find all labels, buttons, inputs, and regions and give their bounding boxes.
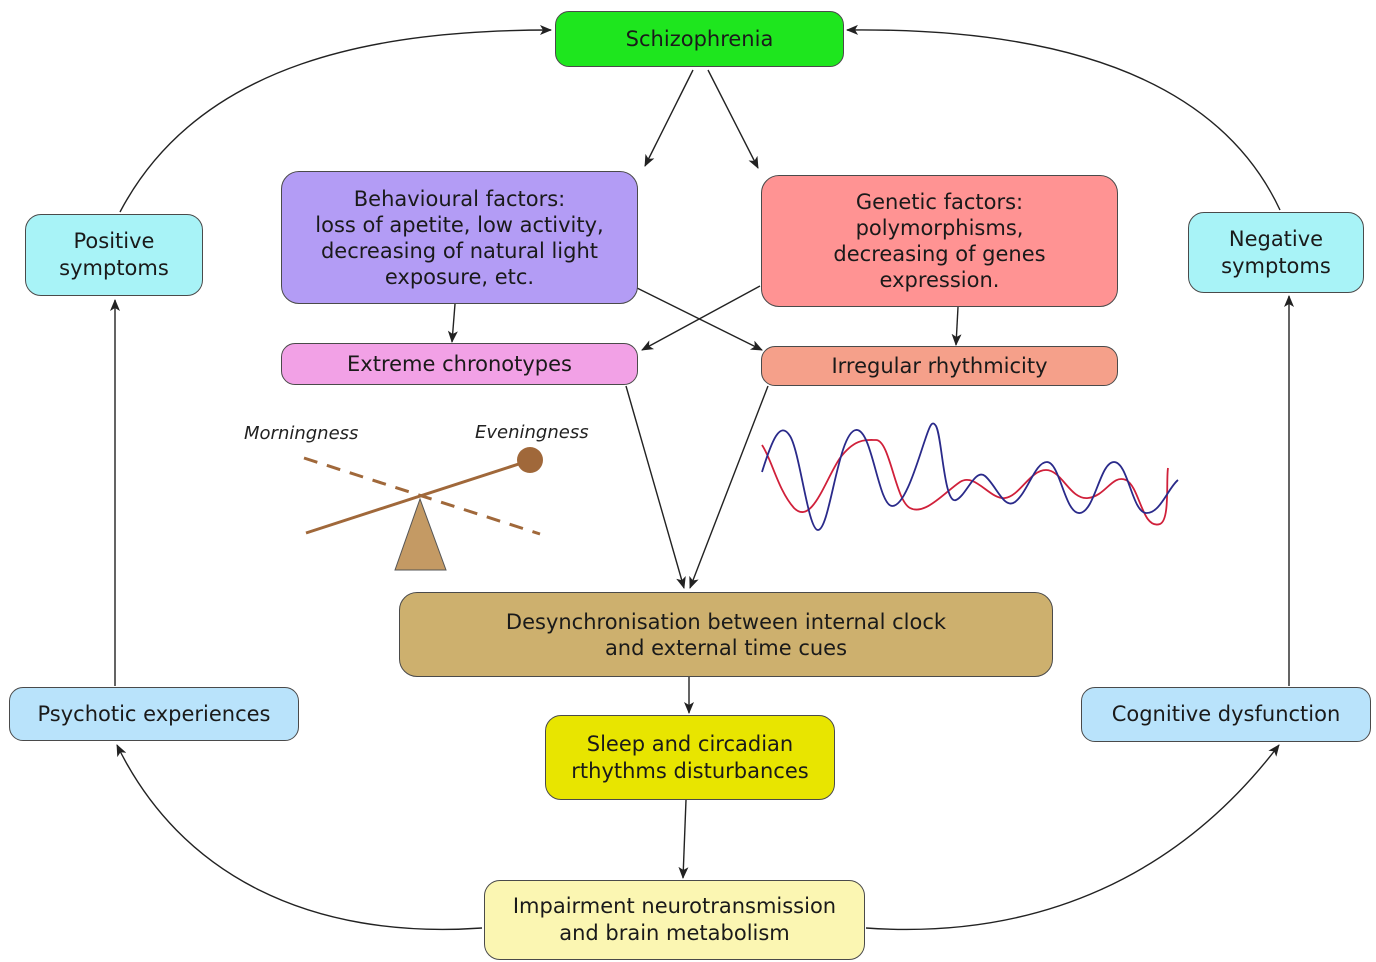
arrow-negative-to-schizophrenia — [846, 24, 1281, 211]
node-sleep-disturbances-label: Sleep and circadian rthythms disturbance… — [571, 731, 809, 783]
arrow-genetic-to-rhythmicity — [951, 306, 962, 346]
seesaw-fulcrum — [394, 497, 447, 571]
node-cognitive-dysfunction-label: Cognitive dysfunction — [1111, 702, 1341, 726]
node-irregular-rhythmicity: Irregular rhythmicity — [761, 346, 1118, 386]
irregular-rhythm-waves — [761, 422, 1179, 531]
morningness-label: Morningness — [244, 423, 359, 444]
arrow-rhythmicity-to-desync — [689, 385, 769, 589]
wave-blue — [761, 422, 1179, 531]
node-schizophrenia-label: Schizophrenia — [625, 26, 774, 51]
node-negative-symptoms-label: Negative symptoms — [1221, 226, 1331, 278]
arrow-genetic-to-chronotypes — [641, 285, 761, 351]
node-psychotic-experiences: Psychotic experiences — [9, 687, 299, 741]
node-extreme-chronotypes: Extreme chronotypes — [281, 343, 638, 385]
node-desynchronisation: Desynchronisation between internal clock… — [399, 592, 1053, 677]
node-behavioural-factors-label: Behavioural factors: loss of apetite, lo… — [315, 186, 604, 289]
node-negative-symptoms: Negative symptoms — [1188, 212, 1364, 293]
arrow-impairment-to-cognitive — [865, 744, 1280, 931]
node-positive-symptoms-label: Positive symptoms — [59, 229, 169, 280]
arrow-sleep-to-impairment — [678, 799, 689, 879]
arrow-behavioural-to-chronotypes — [447, 303, 458, 343]
chronotype-seesaw-illustration — [303, 447, 543, 571]
seesaw-beam — [305, 459, 529, 535]
arrow-schizophrenia-to-behavioural — [644, 69, 694, 167]
eveningness-label: Eveningness — [475, 422, 589, 443]
arrow-chronotypes-to-desync — [625, 385, 686, 589]
node-genetic-factors-label: Genetic factors: polymorphisms, decreasi… — [833, 190, 1046, 292]
seesaw-weight — [517, 447, 543, 473]
arrow-impairment-to-psychotic — [116, 744, 483, 931]
arrow-positive-to-schizophrenia — [119, 25, 552, 213]
node-impairment-label: Impairment neurotransmission and brain m… — [512, 894, 837, 945]
node-schizophrenia: Schizophrenia — [555, 11, 844, 67]
arrow-schizophrenia-to-genetic — [707, 69, 759, 169]
node-positive-symptoms: Positive symptoms — [25, 214, 203, 296]
node-psychotic-experiences-label: Psychotic experiences — [37, 701, 271, 726]
node-genetic-factors: Genetic factors: polymorphisms, decreasi… — [761, 175, 1118, 307]
wave-red — [761, 439, 1169, 526]
node-desynchronisation-label: Desynchronisation between internal clock… — [505, 609, 947, 660]
node-irregular-rhythmicity-label: Irregular rhythmicity — [831, 353, 1048, 378]
node-cognitive-dysfunction: Cognitive dysfunction — [1081, 687, 1371, 742]
node-extreme-chronotypes-label: Extreme chronotypes — [347, 351, 572, 376]
node-behavioural-factors: Behavioural factors: loss of apetite, lo… — [281, 171, 638, 304]
node-sleep-disturbances: Sleep and circadian rthythms disturbance… — [545, 715, 835, 800]
node-impairment: Impairment neurotransmission and brain m… — [484, 880, 865, 960]
